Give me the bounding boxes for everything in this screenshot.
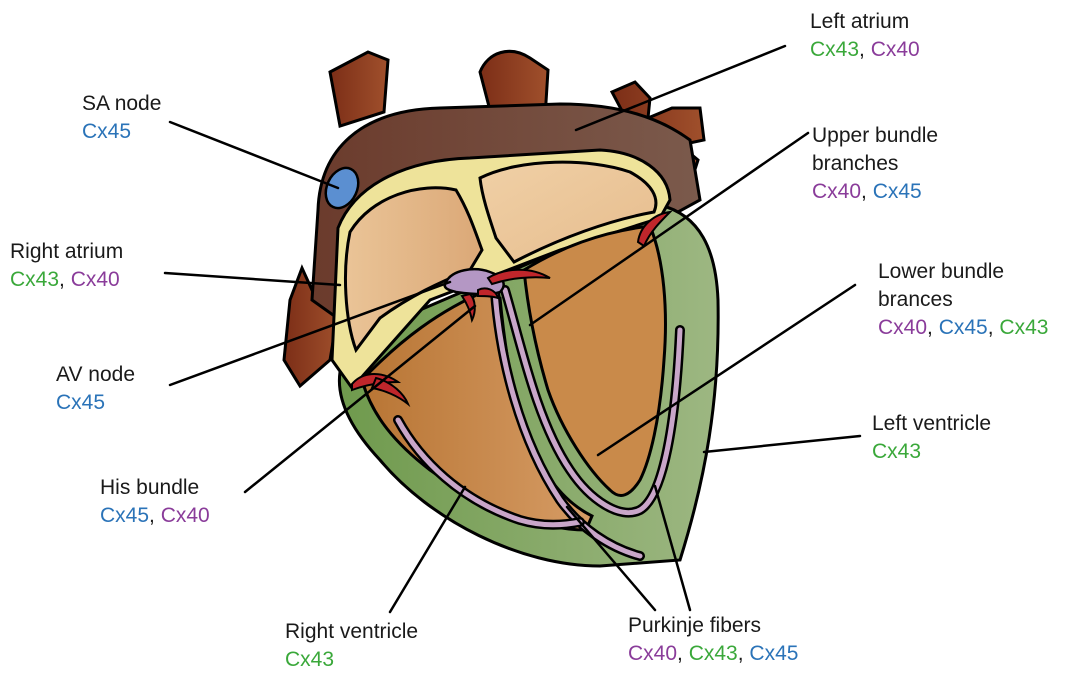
separator: , (988, 316, 1000, 339)
left-atrium-connexins: Cx43, Cx40 (810, 36, 920, 64)
connexin-cx45: Cx45 (873, 180, 922, 203)
separator: , (149, 504, 161, 527)
label-purkinje-fibers: Purkinje fibers Cx40, Cx43, Cx45 (628, 612, 798, 668)
connexin-cx45: Cx45 (56, 391, 105, 414)
connexin-cx43: Cx43 (999, 316, 1048, 339)
label-right-atrium: Right atrium Cx43, Cx40 (10, 238, 123, 294)
label-sa-node: SA node Cx45 (82, 90, 161, 146)
label-lower-bundle-branches: Lower bundle brances Cx40, Cx45, Cx43 (878, 258, 1048, 342)
label-left-ventricle: Left ventricle Cx43 (872, 410, 991, 466)
leader-sa-node (170, 122, 338, 188)
connexin-cx43: Cx43 (10, 268, 59, 291)
connexin-cx40: Cx40 (71, 268, 120, 291)
connexin-cx40: Cx40 (871, 38, 920, 61)
purkinje-title: Purkinje fibers (628, 612, 798, 640)
label-right-ventricle: Right ventricle Cx43 (285, 618, 418, 674)
label-left-atrium: Left atrium Cx43, Cx40 (810, 8, 920, 64)
connexin-cx45: Cx45 (82, 120, 131, 143)
right-ventricle-connexins: Cx43 (285, 646, 418, 674)
sa-node-title: SA node (82, 90, 161, 118)
av-node-title: AV node (56, 361, 135, 389)
separator: , (861, 180, 873, 203)
right-atrium-title: Right atrium (10, 238, 123, 266)
purkinje-connexins: Cx40, Cx43, Cx45 (628, 640, 798, 668)
superior-vena-cava (330, 52, 388, 126)
separator: , (677, 642, 689, 665)
connexin-cx40: Cx40 (161, 504, 210, 527)
lower-bundle-connexins: Cx40, Cx45, Cx43 (878, 314, 1048, 342)
connexin-cx40: Cx40 (878, 316, 927, 339)
separator: , (859, 38, 871, 61)
connexin-cx45: Cx45 (749, 642, 798, 665)
label-his-bundle: His bundle Cx45, Cx40 (100, 474, 210, 530)
connexin-cx40: Cx40 (812, 180, 861, 203)
right-atrium-connexins: Cx43, Cx40 (10, 266, 123, 294)
leader-left-ventricle (704, 436, 860, 452)
left-ventricle-connexins: Cx43 (872, 438, 991, 466)
upper-bundle-connexins: Cx40, Cx45 (812, 178, 938, 206)
his-bundle-connexins: Cx45, Cx40 (100, 502, 210, 530)
connexin-cx40: Cx40 (628, 642, 677, 665)
connexin-cx43: Cx43 (689, 642, 738, 665)
separator: , (59, 268, 71, 291)
upper-bundle-title: Upper bundle (812, 122, 938, 150)
left-atrium-title: Left atrium (810, 8, 920, 36)
his-bundle-title: His bundle (100, 474, 210, 502)
av-node-connexins: Cx45 (56, 389, 135, 417)
separator: , (927, 316, 939, 339)
label-av-node: AV node Cx45 (56, 361, 135, 417)
connexin-cx43: Cx43 (810, 38, 859, 61)
sa-node-connexins: Cx45 (82, 118, 161, 146)
label-upper-bundle-branches: Upper bundle branches Cx40, Cx45 (812, 122, 938, 206)
connexin-cx43: Cx43 (872, 440, 921, 463)
left-ventricle-title: Left ventricle (872, 410, 991, 438)
connexin-cx43: Cx43 (285, 648, 334, 671)
connexin-cx45: Cx45 (100, 504, 149, 527)
connexin-cx45: Cx45 (939, 316, 988, 339)
lower-bundle-title: Lower bundle (878, 258, 1048, 286)
lower-bundle-title-2: brances (878, 286, 1048, 314)
upper-bundle-title-2: branches (812, 150, 938, 178)
right-ventricle-title: Right ventricle (285, 618, 418, 646)
separator: , (738, 642, 750, 665)
